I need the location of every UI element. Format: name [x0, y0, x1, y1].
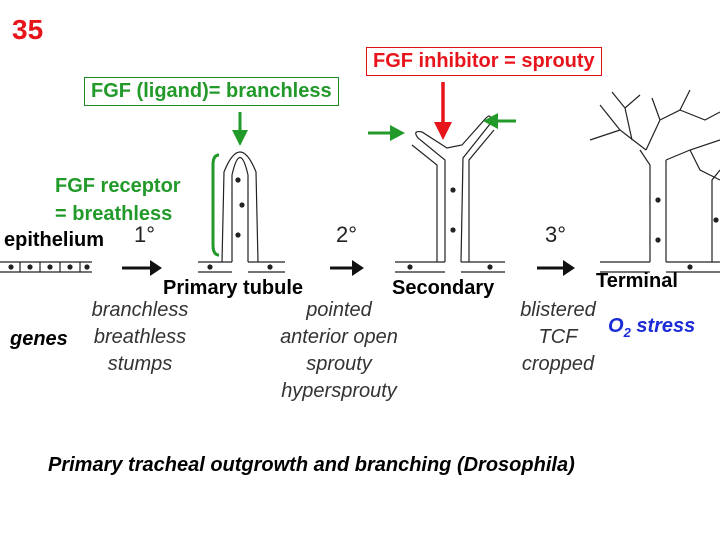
- gene-name: sprouty: [306, 353, 372, 375]
- receptor-bracket: [211, 153, 220, 257]
- stress-text: stress: [630, 315, 696, 337]
- gene-name: TCF: [538, 326, 578, 348]
- epithelium-strip: [0, 261, 92, 273]
- secondary-label: Secondary: [392, 277, 495, 299]
- fgf-receptor-label: FGF receptor: [55, 175, 181, 197]
- primary-gene-list: branchless breathless stumps: [88, 297, 192, 378]
- step-label-1: 1°: [134, 222, 156, 247]
- o2-letter: O: [608, 315, 624, 337]
- gene-name: anterior open: [280, 326, 398, 348]
- terminal-gene-list: blistered TCF cropped: [513, 297, 603, 378]
- inhibitor-arrow: [434, 82, 452, 140]
- gene-name: branchless: [91, 299, 189, 321]
- slide-number: 35: [12, 14, 44, 45]
- fgf-ligand-label: FGF (ligand)= branchless: [84, 77, 339, 106]
- gene-name: breathless: [93, 326, 187, 348]
- ligand-arrow: [232, 112, 248, 146]
- step-arrow-1: [122, 260, 162, 276]
- step-arrow-3: [537, 260, 575, 276]
- step-arrow-2: [330, 260, 364, 276]
- primary-tubule-label: Primary tubule: [163, 277, 304, 299]
- fgf-receptor-name: = breathless: [55, 203, 173, 225]
- gene-name: cropped: [521, 353, 595, 375]
- gene-name: pointed: [306, 299, 372, 321]
- right-green-arrow: [483, 113, 516, 129]
- left-green-arrow: [368, 125, 405, 141]
- epithelium-label: epithelium: [4, 229, 105, 251]
- o2-stress-label: O2 stress: [608, 315, 695, 340]
- step-label-3: 3°: [545, 222, 567, 247]
- terminal-label: Terminal: [596, 270, 678, 292]
- secondary-gene-list: pointed anterior open sprouty hypersprou…: [272, 297, 406, 405]
- genes-label: genes: [10, 328, 68, 350]
- gene-name: hypersprouty: [281, 380, 397, 402]
- figure-caption: Primary tracheal outgrowth and branching…: [48, 454, 575, 476]
- terminal-drawing: [589, 89, 720, 273]
- fgf-inhibitor-label: FGF inhibitor = sprouty: [366, 47, 602, 76]
- o2-subscript: 2: [623, 325, 631, 340]
- gene-name: blistered: [520, 299, 596, 321]
- secondary-drawing: [395, 115, 505, 273]
- primary-tubule-drawing: [198, 151, 285, 273]
- gene-name: stumps: [107, 353, 173, 375]
- step-label-2: 2°: [336, 222, 358, 247]
